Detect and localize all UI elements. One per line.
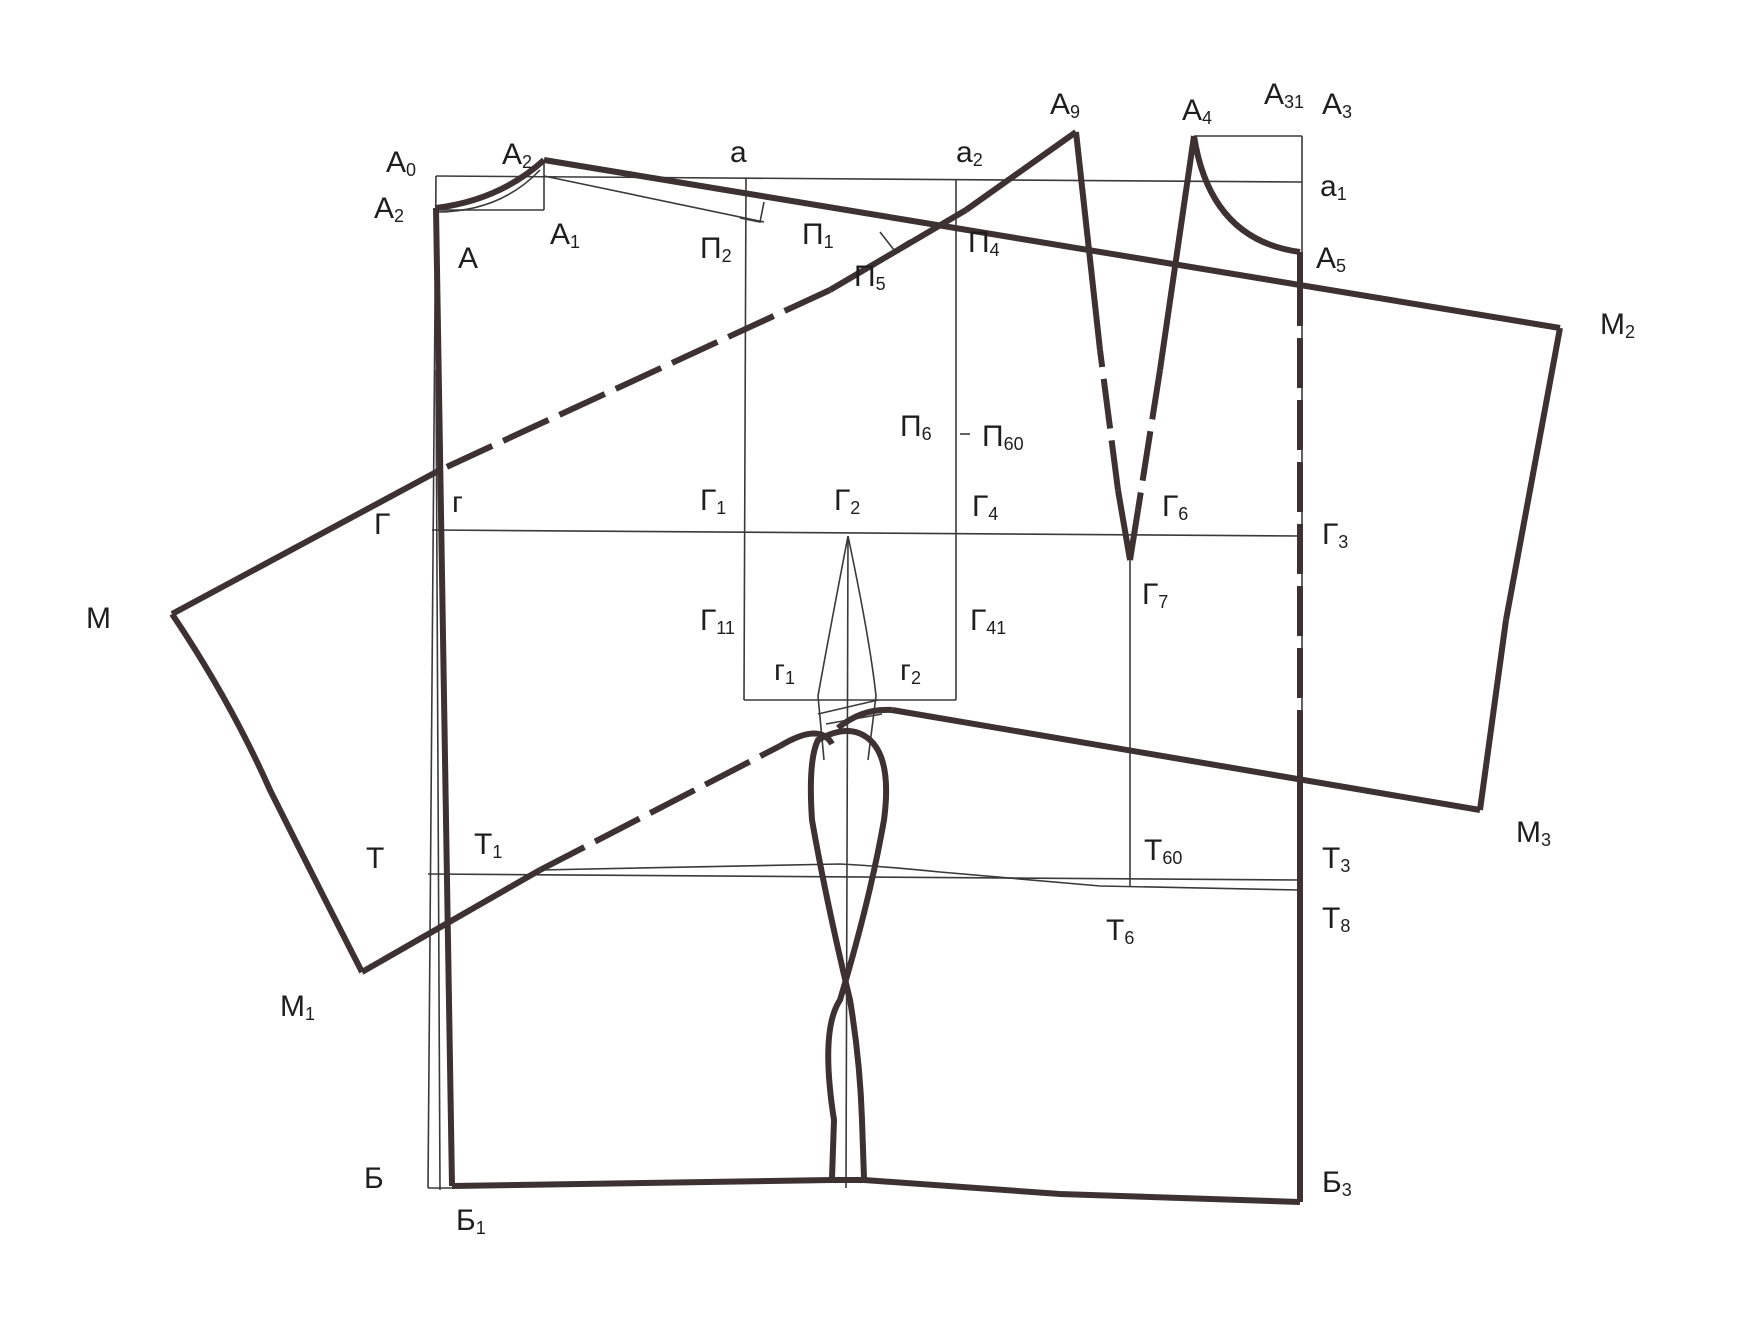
label-G3: Г3 [1322, 518, 1348, 552]
sleeve-left-top-outer [170, 467, 442, 617]
chest-line [431, 529, 1303, 537]
label-B1: Б1 [456, 1204, 486, 1238]
sleeve-left-bottom-outer [360, 867, 542, 975]
label-A: А [458, 242, 478, 275]
label-A4: А4 [1182, 94, 1212, 128]
label-A5: А5 [1316, 242, 1346, 276]
bust-dart-right-leg-top [1157, 135, 1197, 371]
waist-shaped-line [539, 863, 1301, 891]
back-guide-left [435, 369, 441, 1191]
label-P5: П5 [854, 260, 886, 294]
bust-dart-right-leg-mid [1135, 369, 1163, 511]
label-T60: Т60 [1144, 834, 1182, 868]
label-M1: М1 [280, 990, 315, 1024]
sleeve-right-hem-upper [1503, 327, 1563, 621]
sleeve-left-top-solid [828, 207, 968, 293]
label-P6: П6 [900, 410, 932, 444]
label-A2-left: А2 [374, 192, 404, 226]
left-frame-line [427, 175, 437, 1189]
label-g2: г2 [900, 654, 921, 688]
back-neckline [435, 157, 547, 211]
armhole-left-line [743, 177, 747, 701]
waist-line [427, 873, 1301, 881]
bust-dart-left-leg-mid [1097, 349, 1121, 491]
label-B3: Б3 [1322, 1166, 1352, 1200]
label-G2: Г2 [834, 484, 860, 518]
sleeve-left-bottom-dashed [538, 743, 782, 873]
label-B: Б [364, 1162, 384, 1195]
side-seam-guide [845, 535, 849, 1189]
label-a: а [730, 136, 747, 169]
label-T: Т [366, 842, 384, 875]
label-A3: А3 [1322, 88, 1352, 122]
label-a2: а2 [956, 136, 983, 170]
point-labels: А0 А2 а а2 А9 А4 А31 А3 а1 А2 А1 А П2 П1… [86, 78, 1635, 1238]
label-P60: П60 [982, 420, 1024, 454]
label-g1: г1 [774, 654, 795, 688]
sleeve-right-hem-lower [1477, 619, 1509, 811]
neck-guide-curve [435, 169, 541, 213]
label-G4: Г4 [972, 490, 998, 524]
sleeve-left-top-dashed [438, 287, 832, 473]
label-A0: А0 [386, 146, 416, 180]
sleeve-right-bottom [891, 707, 1481, 813]
label-P1: П1 [802, 218, 834, 252]
label-T1: Т1 [474, 828, 502, 862]
label-A2-top: А2 [502, 138, 532, 172]
label-a1: а1 [1320, 170, 1347, 204]
front-neckline [1191, 135, 1301, 255]
label-G-big: Г [374, 508, 390, 541]
front-shoulder-line [964, 129, 1078, 213]
sleeve-left-cap [778, 730, 835, 749]
label-G6: Г6 [1162, 490, 1188, 524]
label-A1: А1 [550, 218, 580, 252]
label-M2: М2 [1600, 308, 1635, 342]
hem-line [451, 1177, 1301, 1205]
shoulder-guide-line [543, 175, 765, 223]
label-P2: П2 [700, 232, 732, 266]
label-M3: М3 [1516, 816, 1551, 850]
label-G7: Г7 [1142, 578, 1168, 612]
side-dart-cross-1 [817, 699, 879, 715]
label-G1: Г1 [700, 484, 726, 518]
label-A9: А9 [1050, 88, 1080, 122]
label-g-small: г [452, 486, 463, 519]
sleeve-left-hem [169, 612, 365, 974]
top-line-a0-a1 [435, 175, 1303, 183]
label-G11: Г11 [700, 604, 735, 638]
side-dart-right-guide [847, 535, 877, 761]
label-G41: Г41 [970, 604, 1006, 638]
label-T3: Т3 [1322, 842, 1350, 876]
shoulder-right-angle-mark [739, 201, 765, 223]
pattern-outline [169, 129, 1563, 1205]
label-A31: А31 [1264, 78, 1304, 112]
label-P4: П4 [968, 226, 1000, 260]
label-M: М [86, 602, 111, 635]
side-seam-loop [807, 728, 890, 1179]
bust-dart-left-leg-low [1115, 489, 1133, 561]
label-T8: Т8 [1322, 902, 1350, 936]
side-dart-left-guide [817, 535, 849, 761]
bust-dart-left-leg-top [1073, 131, 1103, 351]
back-center-line [433, 207, 455, 1187]
back-shoulder-line [543, 157, 1561, 331]
sleeve-right-cap [836, 706, 893, 731]
label-T6: Т6 [1106, 914, 1134, 948]
